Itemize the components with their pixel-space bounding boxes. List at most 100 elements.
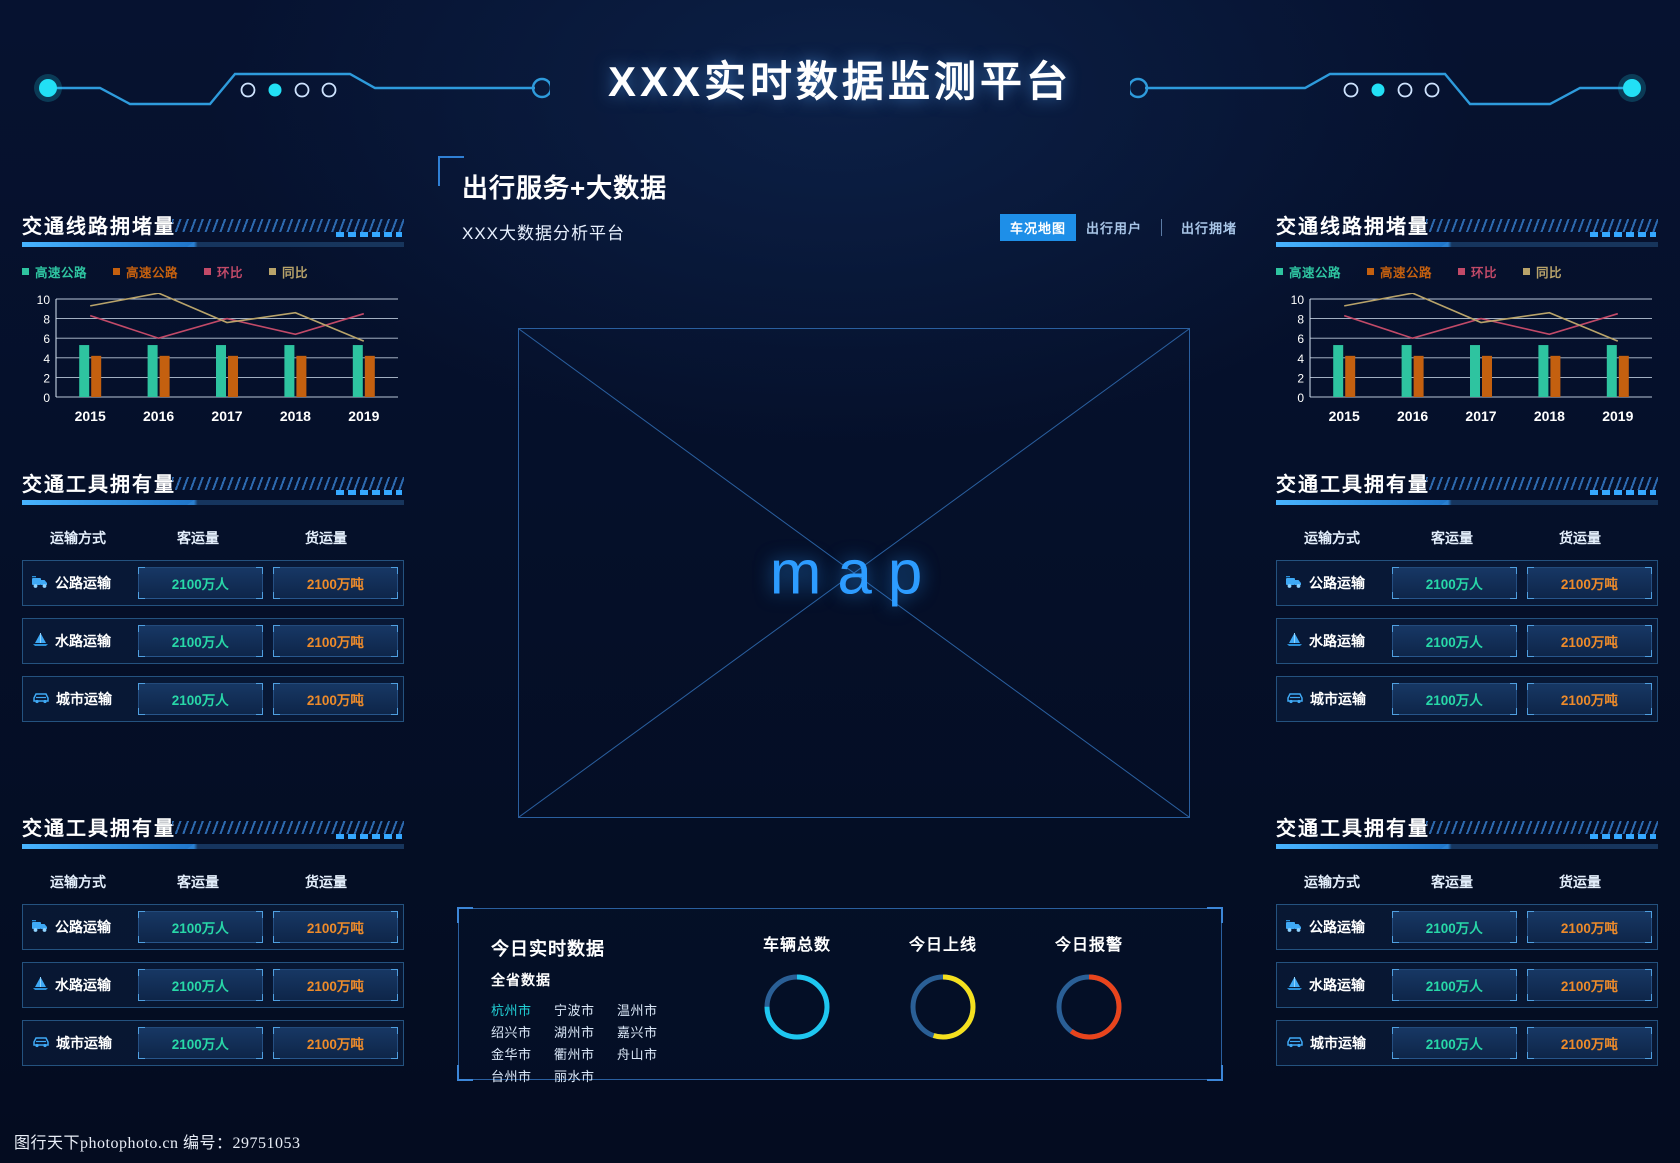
legend-label: 同比 [1536, 266, 1563, 280]
corner-bracket-decoration [438, 156, 464, 186]
sailboat-icon [32, 976, 49, 994]
gauge-ring [1056, 974, 1122, 1040]
svg-text:4: 4 [1297, 352, 1304, 366]
car-icon [1286, 1035, 1304, 1051]
svg-text:2016: 2016 [1397, 408, 1428, 424]
map-placeholder[interactable]: map [518, 328, 1190, 818]
city-item[interactable]: 嘉兴市 [617, 1025, 658, 1040]
city-item[interactable]: 温州市 [617, 1003, 658, 1018]
passenger-volume-cell: 2100万人 [137, 567, 263, 599]
car-icon [1286, 691, 1304, 707]
city-item[interactable]: 杭州市 [491, 1003, 532, 1018]
city-item[interactable]: 衢州市 [554, 1047, 595, 1062]
table-header: 运输方式客运量货运量 [1276, 872, 1658, 892]
legend-item[interactable]: 高速公路 [22, 262, 87, 281]
title-underline [1276, 500, 1658, 505]
legend-item[interactable]: 同比 [269, 262, 308, 281]
column-header: 运输方式 [1304, 874, 1360, 890]
city-item[interactable]: 湖州市 [554, 1025, 595, 1040]
title-underline [1276, 242, 1658, 247]
panel-title: 交通线路拥堵量 [22, 210, 404, 256]
panel-title-text: 交通工具拥有量 [1276, 474, 1430, 496]
passenger-volume-cell: 2100万人 [1391, 969, 1517, 1001]
passenger-volume-cell: 2100万人 [137, 625, 263, 657]
transport-mode-cell: 公路运输 [23, 573, 133, 593]
legend-label: 环比 [217, 266, 244, 280]
freight-volume-cell: 2100万吨 [272, 625, 398, 657]
legend-item[interactable]: 高速公路 [1276, 262, 1341, 281]
realtime-subtitle: 全省数据 [491, 972, 551, 988]
passenger-volume-cell: 2100万人 [1391, 625, 1517, 657]
truck-icon [31, 919, 49, 936]
transport-mode-cell: 公路运输 [1277, 573, 1387, 593]
legend-item[interactable]: 同比 [1523, 262, 1562, 281]
city-item[interactable]: 绍兴市 [491, 1025, 532, 1040]
sailboat-icon [1286, 632, 1303, 650]
transport-mode-label: 水路运输 [1309, 633, 1365, 649]
transport-mode-label: 城市运输 [1310, 1035, 1366, 1051]
legend-label: 环比 [1471, 266, 1498, 280]
svg-text:2019: 2019 [1602, 408, 1633, 424]
dots-decoration [336, 490, 402, 495]
column-header: 客运量 [177, 874, 219, 890]
table-row[interactable]: 水路运输 2100万人 2100万吨 [1276, 618, 1658, 664]
city-item[interactable]: 丽水市 [554, 1069, 595, 1084]
freight-volume-cell: 2100万吨 [272, 969, 398, 1001]
freight-volume-cell: 2100万吨 [272, 1027, 398, 1059]
nav-item-travel-users[interactable]: 出行用户 [1086, 220, 1143, 236]
gauge: 车辆总数 [759, 931, 835, 1045]
nav-item-travel-congestion[interactable]: 出行拥堵 [1181, 220, 1238, 236]
gauge-group: 车辆总数今日上线今日报警 [759, 931, 1127, 1045]
legend-item[interactable]: 高速公路 [113, 262, 178, 281]
column-header: 运输方式 [50, 530, 106, 546]
svg-text:6: 6 [1297, 332, 1304, 346]
city-item[interactable]: 台州市 [491, 1069, 532, 1084]
panel-title: 交通工具拥有量 [1276, 468, 1658, 514]
city-item[interactable]: 舟山市 [617, 1047, 658, 1062]
transport-mode-cell: 水路运输 [23, 631, 133, 651]
city-item[interactable]: 金华市 [491, 1047, 532, 1062]
transport-mode-cell: 城市运输 [1277, 689, 1387, 709]
passenger-volume-cell: 2100万人 [137, 683, 263, 715]
svg-text:2019: 2019 [348, 408, 379, 424]
legend-item[interactable]: 环比 [204, 262, 243, 281]
passenger-volume-cell: 2100万人 [137, 969, 263, 1001]
realtime-title: 今日实时数据 [491, 939, 605, 959]
city-item[interactable]: 宁波市 [554, 1003, 595, 1018]
gauge: 今日上线 [905, 931, 981, 1045]
hatch-decoration [1426, 219, 1658, 232]
freight-volume-cell: 2100万吨 [1526, 625, 1652, 657]
truck-icon [1285, 575, 1303, 592]
passenger-volume-cell: 2100万人 [137, 1027, 263, 1059]
svg-text:6: 6 [43, 332, 50, 346]
panel-title-text: 交通工具拥有量 [22, 474, 176, 496]
gauge-label: 今日上线 [908, 937, 977, 954]
column-header: 货运量 [1559, 874, 1601, 890]
legend-item[interactable]: 环比 [1458, 262, 1497, 281]
nav-item-traffic-map[interactable]: 车况地图 [1000, 213, 1077, 241]
svg-text:10: 10 [37, 293, 51, 307]
header-left-decoration [30, 60, 550, 116]
passenger-volume-cell: 2100万人 [1391, 1027, 1517, 1059]
legend-item[interactable]: 高速公路 [1367, 262, 1432, 281]
dots-decoration [1590, 834, 1656, 839]
svg-text:2016: 2016 [143, 408, 174, 424]
